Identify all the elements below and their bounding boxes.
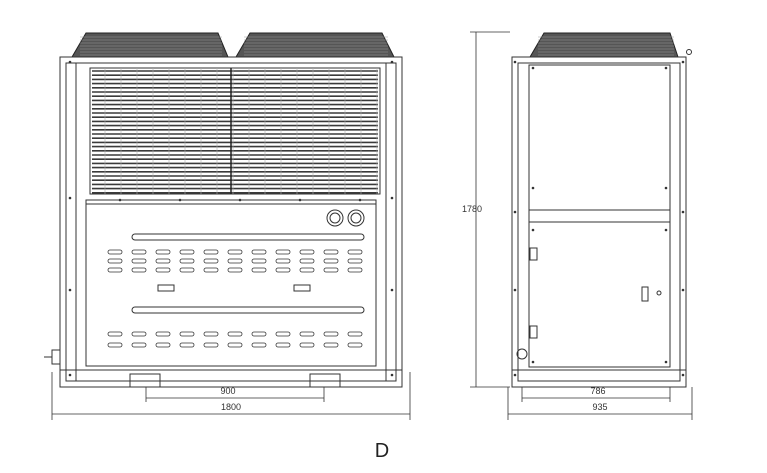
side-dimension-lines bbox=[507, 387, 693, 420]
front-bolts bbox=[68, 60, 394, 377]
front-long-slot-bottom bbox=[131, 306, 365, 314]
side-bolts bbox=[513, 60, 685, 377]
dim-side-inner-width: 786 bbox=[590, 386, 605, 396]
front-coil-grille bbox=[89, 67, 381, 195]
dim-front-total-width: 1800 bbox=[221, 402, 241, 412]
height-dimension-line bbox=[470, 31, 510, 388]
dim-front-inner-width: 900 bbox=[220, 386, 235, 396]
front-switch-left bbox=[157, 284, 175, 292]
front-fan-right bbox=[235, 32, 395, 58]
side-door-handle bbox=[641, 286, 649, 302]
front-long-slot-top bbox=[131, 233, 365, 241]
front-foot-left bbox=[129, 373, 161, 387]
front-foot-right bbox=[309, 373, 341, 387]
side-hinge-top bbox=[529, 247, 538, 261]
dim-height: 1780 bbox=[462, 204, 482, 214]
view-label: D bbox=[375, 440, 389, 462]
front-fan-left bbox=[71, 32, 229, 58]
front-view bbox=[44, 32, 403, 388]
side-view bbox=[511, 32, 692, 388]
front-dimension-lines bbox=[51, 372, 411, 420]
grille-lines bbox=[92, 68, 378, 194]
side-pipe-port bbox=[516, 348, 528, 360]
front-switch-right bbox=[293, 284, 311, 292]
side-hinge-bottom bbox=[529, 325, 538, 339]
side-fan bbox=[529, 32, 679, 58]
vent-slots bbox=[107, 249, 363, 348]
side-divider bbox=[528, 209, 671, 223]
dim-side-total-width: 935 bbox=[592, 402, 607, 412]
side-door-panel bbox=[528, 221, 671, 368]
pressure-gauges bbox=[326, 209, 365, 227]
side-upper-panel bbox=[528, 64, 671, 211]
side-outer-frame bbox=[511, 56, 687, 388]
front-outer-frame bbox=[59, 56, 403, 388]
front-lower-panel bbox=[85, 199, 377, 367]
